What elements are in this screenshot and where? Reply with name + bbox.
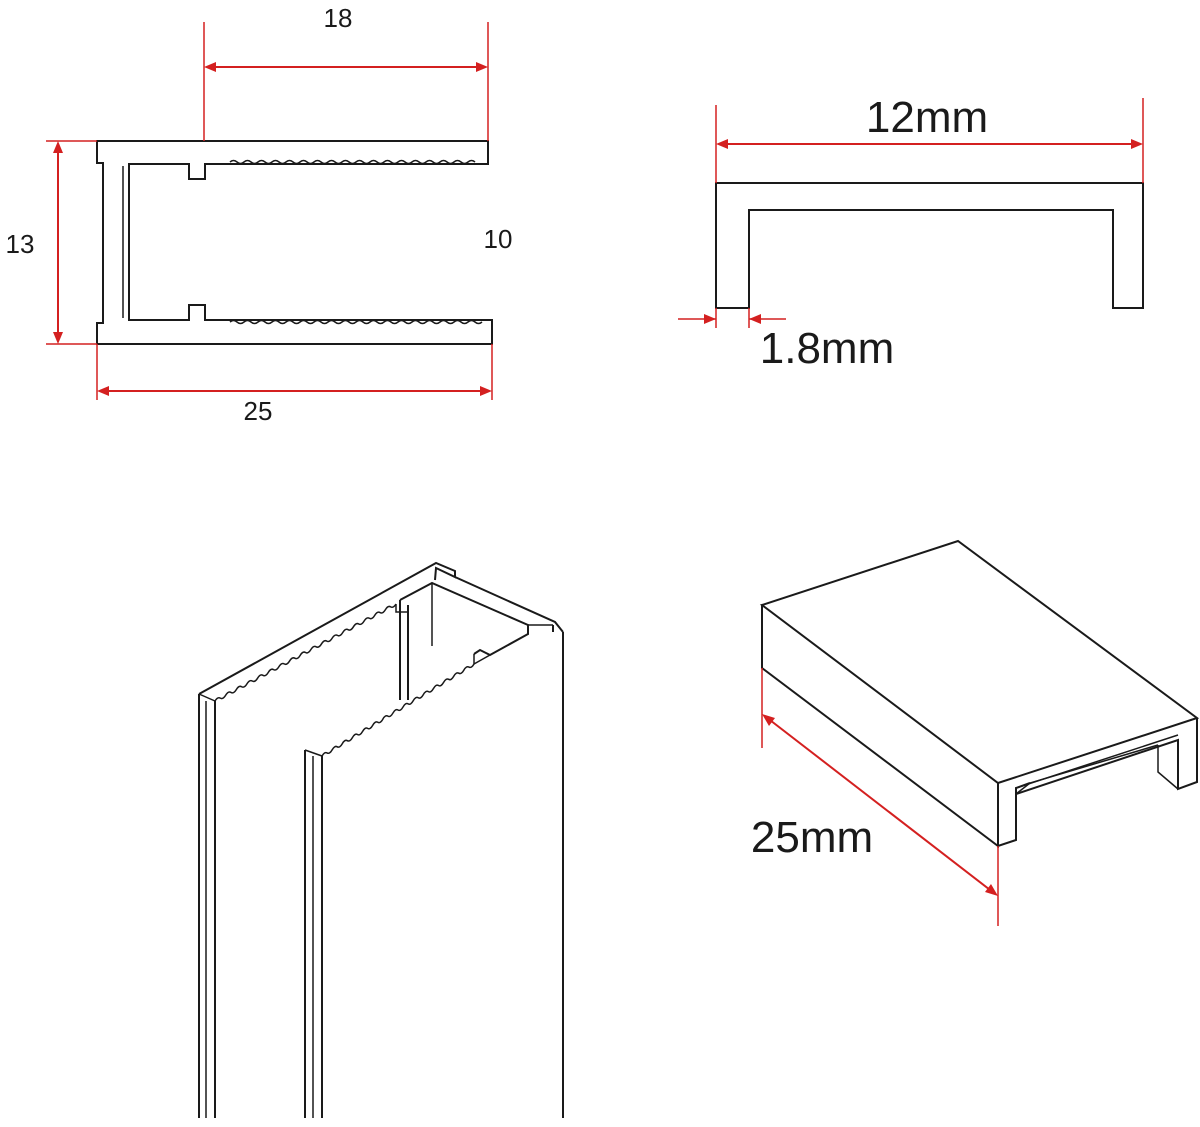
dim-label-13: 13 xyxy=(6,229,35,259)
dim-label-10: 10 xyxy=(484,224,513,254)
dim-arrow-1-8-right xyxy=(749,314,761,324)
teeth-3d-right xyxy=(321,663,475,757)
profile-outline xyxy=(96,140,493,345)
cap-outline xyxy=(715,182,1144,309)
profile-cross-section: 18 13 10 25 xyxy=(6,3,513,426)
dim-label-1-8mm: 1.8mm xyxy=(760,324,894,373)
cap-3d-view: 25mm xyxy=(751,539,1200,926)
cap-cross-section: 12mm 1.8mm xyxy=(678,93,1144,373)
teeth-3d-left xyxy=(214,603,397,702)
dim-label-25: 25 xyxy=(244,396,273,426)
dim-label-18: 18 xyxy=(324,3,353,33)
dim-line-25mm xyxy=(765,716,995,894)
dim-label-25mm: 25mm xyxy=(751,813,873,862)
dim-arrow-1-8-left xyxy=(704,314,716,324)
teeth-top xyxy=(229,159,476,165)
teeth-bottom xyxy=(229,319,483,325)
profile-3d-view xyxy=(198,561,564,1118)
dim-label-12mm: 12mm xyxy=(866,93,988,142)
cap-3d-top xyxy=(759,539,1200,785)
cap-3d-end xyxy=(997,782,1031,848)
